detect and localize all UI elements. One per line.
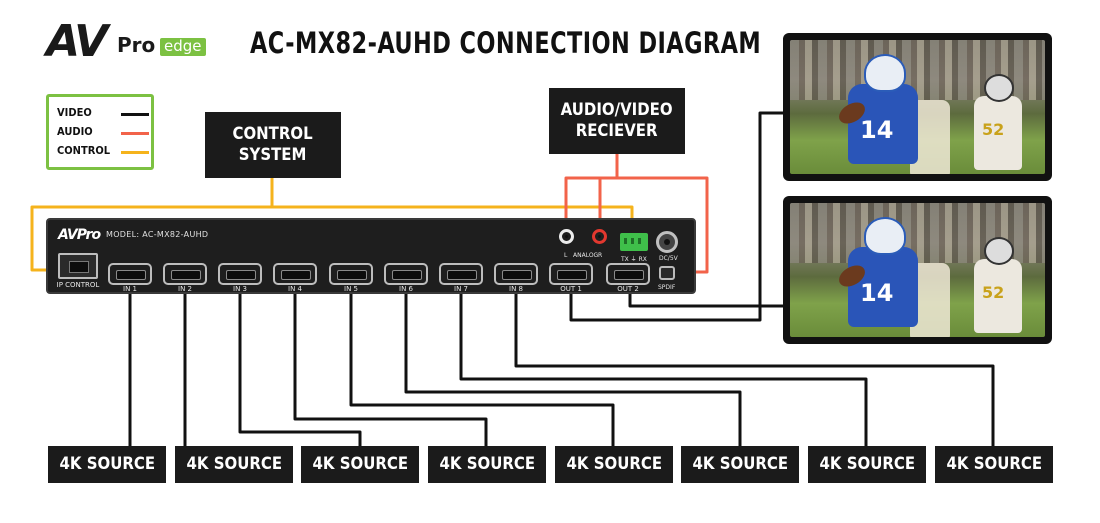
hdmi-in-2-port [163,263,207,285]
source-8-label: 4K SOURCE [946,453,1042,474]
defender-player: 52 [968,74,1028,174]
av-receiver-line1: AUDIO/VIDEO [561,99,673,120]
avpro-logo-edge: edge [160,38,206,56]
video-wire [349,292,615,446]
device-model-label: MODEL: AC-MX82-AUHD [106,230,209,239]
defender-player: 52 [968,237,1028,337]
legend-control: CONTROL [57,144,149,162]
control-system-box: CONTROL SYSTEM [205,112,341,178]
video-wire [628,292,791,308]
source-3-label: 4K SOURCE [312,453,408,474]
control-system-line1: CONTROL [232,123,314,144]
legend-control-swatch [121,151,149,154]
dc-label: DC/5V [659,255,678,262]
analog-audio-right-jack [592,229,607,244]
hdmi-out-2-label: OUT 2 [617,285,639,293]
hdmi-out-2-port [606,263,650,285]
analog-label: ANALOG [573,252,599,259]
hdmi-in-7-label: IN 7 [454,285,468,293]
hdmi-in-6-port [384,263,428,285]
hdmi-in-3-port [218,263,262,285]
source-6-label: 4K SOURCE [692,453,788,474]
av-receiver-box: AUDIO/VIDEO RECIEVER [549,88,685,154]
legend-video-label: VIDEO [57,106,92,119]
hdmi-in-8-label: IN 8 [509,285,523,293]
hdmi-in-1-port [108,263,152,285]
jersey-number: 14 [860,279,894,307]
analog-r-label: R [598,252,603,259]
hdmi-in-4-port [273,263,317,285]
dc-power-jack [656,231,678,253]
jersey-number: 14 [860,116,894,144]
hdmi-in-4-label: IN 4 [288,285,302,293]
ip-control-port [58,253,98,279]
video-wire [514,292,995,446]
legend-audio: AUDIO [57,125,149,143]
source-4: 4K SOURCE [428,446,546,483]
avpro-logo-pro: Pro [117,33,156,57]
source-5-label: 4K SOURCE [566,453,662,474]
txrx-label: TX ⏚ RX [621,256,647,263]
display-1: 14 52 [783,33,1052,181]
hdmi-in-2-label: IN 2 [178,285,192,293]
display-2-screen: 14 52 [790,203,1045,337]
hdmi-out-1-label: OUT 1 [560,285,582,293]
jersey-number: 52 [982,283,1005,302]
spdif-port [659,266,675,280]
video-wire [404,292,742,446]
legend-video-swatch [121,113,149,116]
spdif-label: SPDIF [658,284,676,291]
hdmi-in-6-label: IN 6 [399,285,413,293]
legend-control-label: CONTROL [57,144,111,157]
display-1-screen: 14 52 [790,40,1045,174]
rs232-phoenix-connector [620,233,648,251]
video-wire [459,292,868,446]
jersey-number: 52 [982,120,1005,139]
analog-audio-left-jack [559,229,574,244]
source-3: 4K SOURCE [301,446,419,483]
quarterback-player: 14 [834,217,924,337]
source-7: 4K SOURCE [808,446,926,483]
hdmi-in-5-port [329,263,373,285]
audio-wire [564,154,619,230]
quarterback-player: 14 [834,54,924,174]
video-wire [293,292,488,446]
av-receiver-line2: RECIEVER [576,121,658,141]
video-wire [569,111,789,322]
control-system-line2: SYSTEM [239,145,307,165]
legend-audio-swatch [121,132,149,135]
ip-control-label: IP CONTROL [56,281,100,289]
source-7-label: 4K SOURCE [819,453,915,474]
source-2-label: 4K SOURCE [186,453,282,474]
legend-audio-label: AUDIO [57,125,93,138]
analog-l-label: L [564,252,568,259]
legend: VIDEO AUDIO CONTROL [46,94,154,170]
hdmi-in-7-port [439,263,483,285]
source-1: 4K SOURCE [48,446,166,483]
video-wire [238,292,362,446]
legend-video: VIDEO [57,106,149,124]
source-2: 4K SOURCE [175,446,293,483]
hdmi-in-5-label: IN 5 [344,285,358,293]
hdmi-in-8-port [494,263,538,285]
hdmi-in-3-label: IN 3 [233,285,247,293]
diagram-title: AC-MX82-AUHD CONNECTION DIAGRAM [250,26,762,60]
display-2: 14 52 [783,196,1052,344]
avpro-logo-av: AV [46,16,108,67]
source-8: 4K SOURCE [935,446,1053,483]
source-1-label: 4K SOURCE [59,453,155,474]
device-logo: AVPro [58,227,101,243]
source-5: 4K SOURCE [555,446,673,483]
control-wire [30,178,274,272]
source-6: 4K SOURCE [681,446,799,483]
source-4-label: 4K SOURCE [439,453,535,474]
hdmi-out-1-port [549,263,593,285]
hdmi-in-1-label: IN 1 [123,285,137,293]
